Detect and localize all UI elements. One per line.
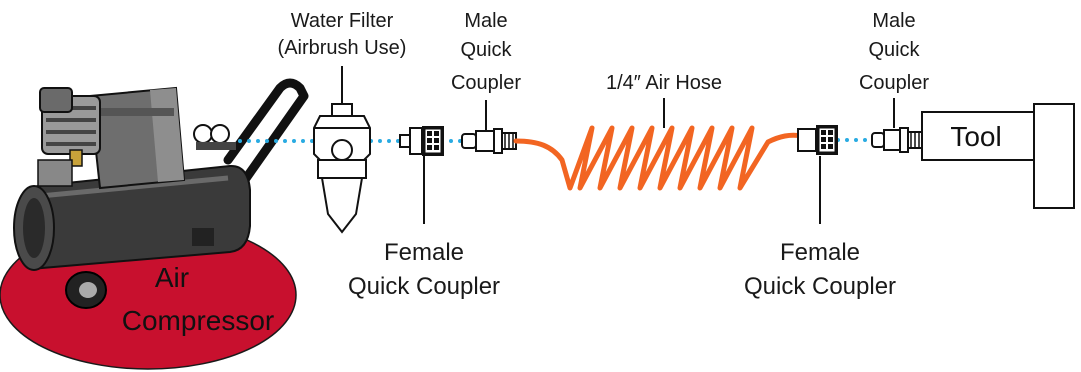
male-quick-coupler-2-icon bbox=[871, 127, 923, 153]
tool-icon bbox=[921, 103, 1075, 209]
air-hose-label: 1/4″ Air Hose bbox=[606, 72, 722, 94]
male-coupler-1-label-line2: Quick bbox=[460, 39, 512, 61]
female-coupler-2-label-line1: Female bbox=[780, 239, 860, 266]
air-compressor-icon bbox=[13, 78, 309, 309]
female-coupler-1-label-line2: Quick Coupler bbox=[348, 273, 500, 300]
tool-label: Tool bbox=[950, 121, 1001, 152]
male-coupler-1-label-line1: Male bbox=[464, 10, 507, 32]
compressor-label-line1: Air bbox=[155, 262, 189, 293]
compressor-label-line2: Compressor bbox=[122, 305, 274, 336]
water-filter-label-line2: (Airbrush Use) bbox=[278, 37, 407, 59]
male-quick-coupler-1-icon bbox=[461, 128, 517, 154]
female-coupler-2-label-line2: Quick Coupler bbox=[744, 273, 896, 300]
female-quick-coupler-2-icon bbox=[797, 125, 838, 155]
male-coupler-1-label-line3: Coupler bbox=[451, 72, 521, 94]
water-filter-icon bbox=[313, 103, 371, 234]
male-coupler-2-label-line2: Quick bbox=[868, 39, 920, 61]
leader-lines bbox=[341, 66, 895, 224]
male-coupler-2-label-line1: Male bbox=[872, 10, 915, 32]
air-hose-icon bbox=[513, 125, 805, 191]
water-filter-label-line1: Water Filter bbox=[291, 10, 394, 32]
male-coupler-2-label-line3: Coupler bbox=[859, 72, 929, 94]
female-coupler-1-label-line1: Female bbox=[384, 239, 464, 266]
female-quick-coupler-1-icon bbox=[399, 126, 444, 156]
